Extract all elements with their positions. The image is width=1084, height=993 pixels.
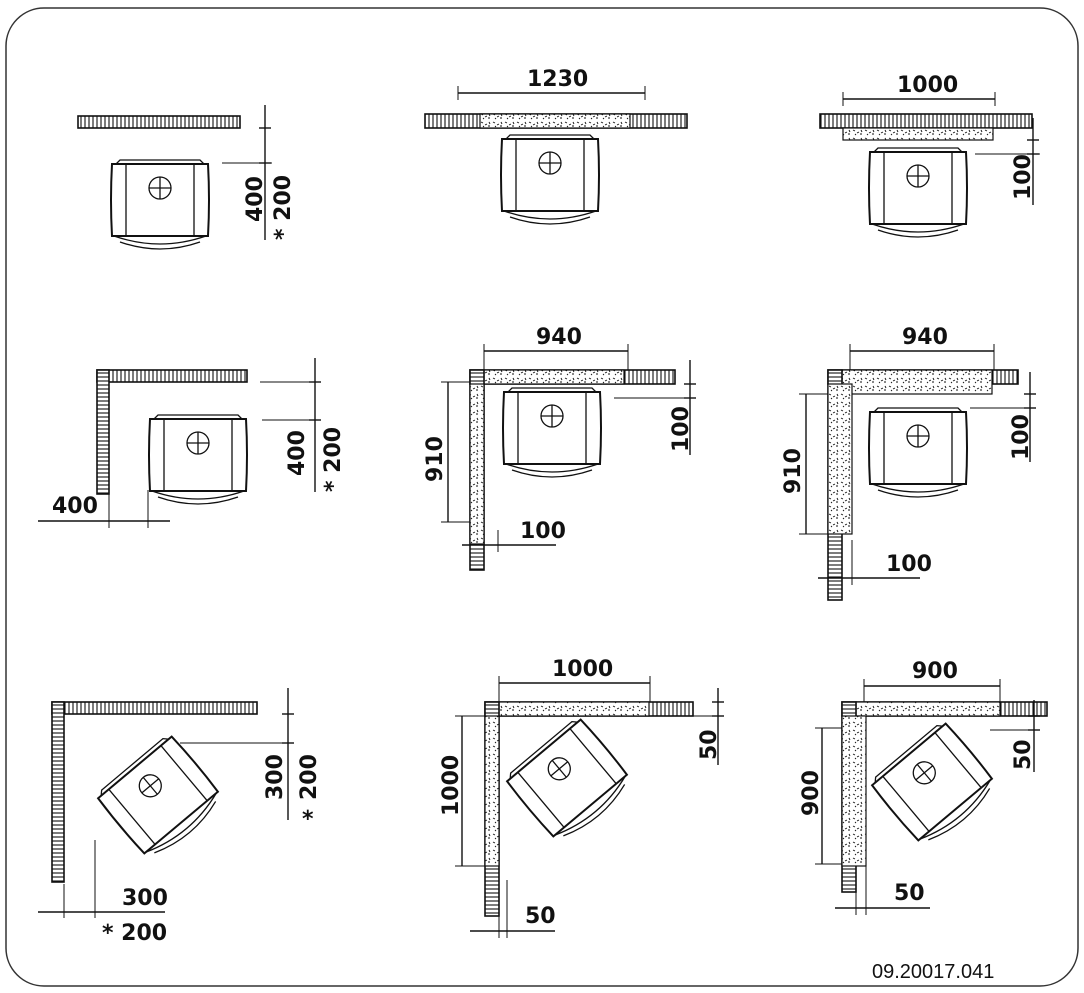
dim-r2c3-top: 940 [902,325,948,350]
dim-r3c3-bottom: 50 [894,881,925,906]
dim-r2c2-left: 910 [423,436,448,482]
dim-r2c2-side: 100 [669,406,694,452]
dim-r2c1-v2: * 200 [321,427,346,492]
panel-r1c1: 400 * 200 [77,105,296,250]
dim-r3c2-side: 50 [697,729,722,760]
dim-r2c3-left: 910 [781,448,806,494]
dim-r2c2-bottom: 100 [520,519,566,544]
panel-r3c1: 300 200 * 300 * 200 [38,688,322,946]
dim-r2c1-h1: 400 [52,494,98,519]
frame-border [5,7,1079,987]
dim-r3c1-h1: 300 [122,886,168,911]
panel-r2c2: 940 910 100 100 [423,325,696,571]
dim-r2c1-v1: 400 [285,430,310,476]
dim-r3c2-bottom: 50 [525,904,556,929]
dim-r2c2-top: 940 [536,325,582,350]
panel-r2c1: 400 * 200 400 [38,358,346,528]
panel-r1c3: 1000 100 [819,73,1040,238]
dim-r3c1-v2: 200 [297,754,322,800]
dim-r3c1-h2: * 200 [102,921,167,946]
reference-code: 09.20017.041 [872,961,994,983]
dim-r3c2-top: 1000 [552,657,613,682]
dim-r3c3-top: 900 [912,659,958,684]
dim-r1c3-v1: 100 [1011,154,1036,200]
dim-r1c1-v1: 400 [243,176,268,222]
panel-r3c3: 900 900 50 50 [799,659,1048,915]
dim-r3c1-v1: 300 [263,754,288,800]
dim-r3c3-left: 900 [799,770,824,816]
dim-r3c1-v2star: * [302,807,314,832]
panel-r2c3: 940 910 100 100 [781,325,1036,601]
dim-r1c1-v2: * 200 [271,175,296,240]
panel-r3c2: 1000 1000 50 50 [439,657,724,938]
dim-r3c3-side: 50 [1011,739,1036,770]
panel-r1c2: 1230 [424,67,688,225]
dim-r3c2-left: 1000 [439,755,464,816]
dim-r1c2-h1: 1230 [527,67,588,92]
dim-r2c3-bottom: 100 [886,552,932,577]
dim-r2c3-side: 100 [1009,414,1034,460]
dim-r1c3-h1: 1000 [897,73,958,98]
